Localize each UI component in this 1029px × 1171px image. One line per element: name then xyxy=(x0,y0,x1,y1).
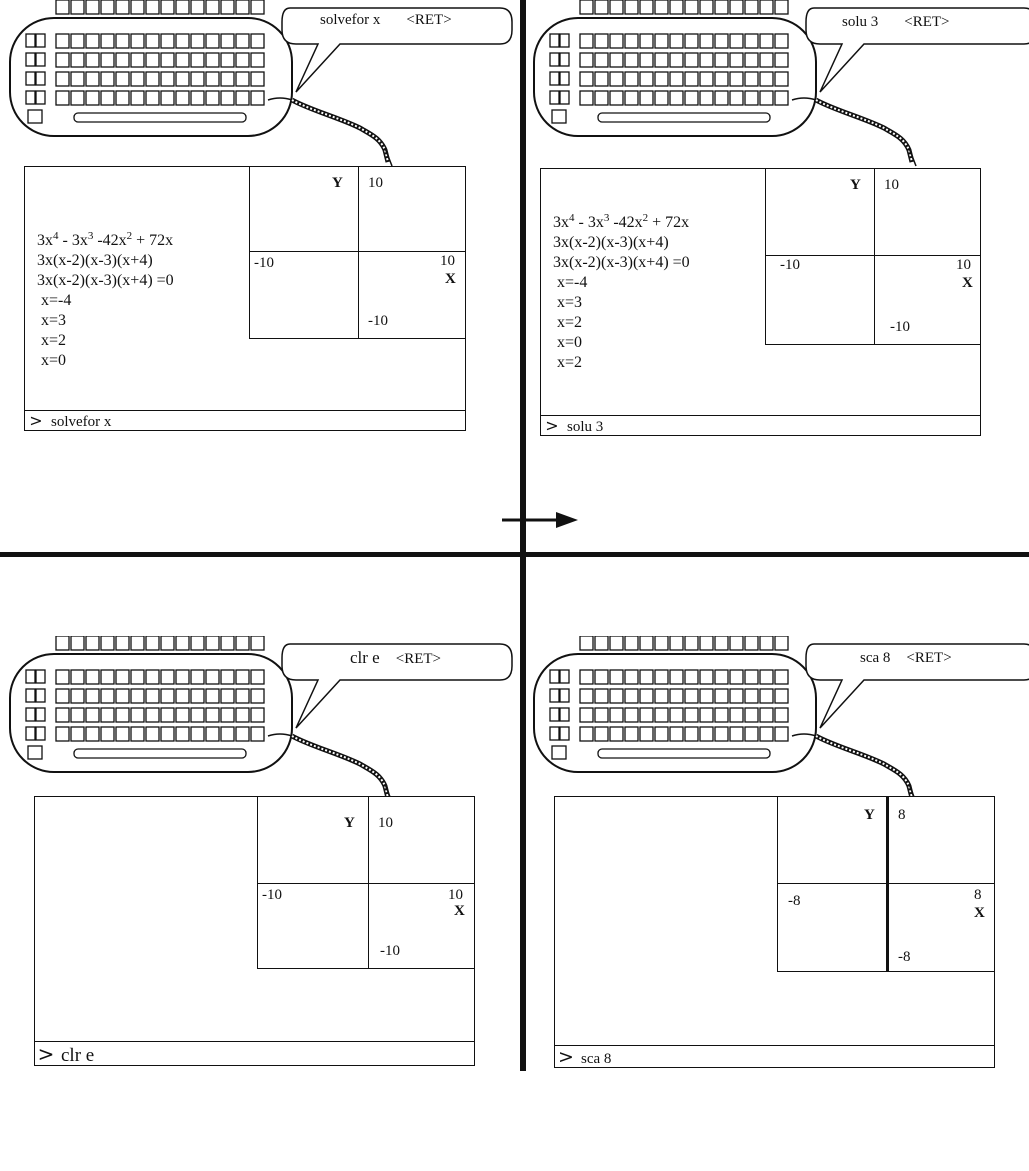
command-line[interactable]: >clr e xyxy=(35,1041,474,1065)
solution-line: x=0 xyxy=(37,351,174,371)
calculator-screen: Y 10 -10 10 X -10 >clr e xyxy=(34,796,475,1066)
horizontal-divider xyxy=(0,552,1029,557)
equation-list: 3x4 - 3x3 -42x2 + 72x 3x(x-2)(x-3)(x+4) … xyxy=(553,213,690,373)
speech-bubble: solu 3 <RET> xyxy=(842,14,950,31)
x-axis-label: X xyxy=(445,271,456,288)
x-axis-label: X xyxy=(974,905,985,922)
equation-line: 3x(x-2)(x-3)(x+4) xyxy=(37,251,174,271)
x-max-label: 8 xyxy=(974,887,982,904)
x-min-label: -10 xyxy=(254,255,274,272)
calculator-screen: Y 10 -10 10 X -10 3x4 - 3x3 -42x2 + 72x … xyxy=(540,168,981,436)
command-text: sca 8 xyxy=(577,1051,611,1067)
equation-line: 3x(x-2)(x-3)(x+4) =0 xyxy=(37,271,174,291)
x-axis-label: X xyxy=(454,903,465,920)
speech-bubble: sca 8 <RET> xyxy=(860,650,952,667)
solution-line: x=2 xyxy=(37,331,174,351)
prompt-icon: > xyxy=(541,416,563,436)
graph-axes: Y 10 -10 10 X -10 xyxy=(249,167,465,339)
bubble-command: clr e xyxy=(350,648,380,667)
solution-line: x=2 xyxy=(553,313,690,333)
speech-bubble: solvefor x <RET> xyxy=(320,12,452,29)
prompt-icon: > xyxy=(25,411,47,431)
panel-bottom-left: clr e<RET> Y 10 -10 10 X -10 >clr e xyxy=(0,636,514,1171)
y-min-label: -8 xyxy=(898,949,911,966)
graph-axes: Y 10 -10 10 X -10 xyxy=(765,169,980,345)
polynomial-line: 3x4 - 3x3 -42x2 + 72x xyxy=(553,213,690,233)
vertical-divider xyxy=(520,0,526,1071)
x-max-label: 10 xyxy=(448,887,463,904)
y-max-label: 10 xyxy=(368,175,383,192)
equation-list: 3x4 - 3x3 -42x2 + 72x 3x(x-2)(x-3)(x+4) … xyxy=(37,231,174,371)
graph-axes: Y 10 -10 10 X -10 xyxy=(257,797,474,969)
command-text: solu 3 xyxy=(563,419,603,435)
bubble-key: <RET> xyxy=(906,650,951,666)
command-line[interactable]: >solu 3 xyxy=(541,415,980,435)
right-arrow-icon xyxy=(500,508,580,532)
prompt-icon: > xyxy=(35,1042,57,1066)
prompt-icon: > xyxy=(555,1046,577,1068)
bubble-command: solvefor x xyxy=(320,12,380,28)
solution-line: x=-4 xyxy=(553,273,690,293)
speech-bubble: clr e <RET> xyxy=(350,648,441,668)
bubble-key: <RET> xyxy=(406,12,451,28)
y-axis-label: Y xyxy=(344,815,355,832)
solution-line: x=3 xyxy=(553,293,690,313)
calculator-screen: Y 8 -8 8 X -8 >sca 8 xyxy=(554,796,995,1068)
command-line[interactable]: >sca 8 xyxy=(555,1045,994,1067)
command-text: solvefor x xyxy=(47,414,111,430)
x-max-label: 10 xyxy=(440,253,455,270)
command-text: clr e xyxy=(57,1045,94,1066)
y-min-label: -10 xyxy=(368,313,388,330)
x-axis-label: X xyxy=(962,275,973,292)
bubble-key: <RET> xyxy=(396,651,441,667)
keyboard-icon xyxy=(524,0,1029,170)
y-axis-label: Y xyxy=(864,807,875,824)
y-max-label: 10 xyxy=(378,815,393,832)
bubble-command: sca 8 xyxy=(860,650,890,666)
solution-line: x=2 xyxy=(553,353,690,373)
bubble-command: solu 3 xyxy=(842,14,878,30)
y-max-label: 8 xyxy=(898,807,906,824)
y-axis-label: Y xyxy=(332,175,343,192)
solution-line: x=3 xyxy=(37,311,174,331)
y-min-label: -10 xyxy=(380,943,400,960)
solution-line: x=-4 xyxy=(37,291,174,311)
x-min-label: -10 xyxy=(262,887,282,904)
x-min-label: -8 xyxy=(788,893,801,910)
solution-line: x=0 xyxy=(553,333,690,353)
y-axis-label: Y xyxy=(850,177,861,194)
polynomial-line: 3x4 - 3x3 -42x2 + 72x xyxy=(37,231,174,251)
panel-top-right: solu 3 <RET> Y 10 -10 10 X -10 3x4 - 3x3 … xyxy=(524,0,1029,535)
bubble-key: <RET> xyxy=(904,14,949,30)
command-line[interactable]: >solvefor x xyxy=(25,410,465,430)
x-min-label: -10 xyxy=(780,257,800,274)
keyboard-icon xyxy=(524,636,1029,806)
x-max-label: 10 xyxy=(956,257,971,274)
calculator-screen: Y 10 -10 10 X -10 3x4 - 3x3 -42x2 + 72x … xyxy=(24,166,466,431)
y-max-label: 10 xyxy=(884,177,899,194)
graph-axes: Y 8 -8 8 X -8 xyxy=(777,797,994,972)
equation-line: 3x(x-2)(x-3)(x+4) =0 xyxy=(553,253,690,273)
y-min-label: -10 xyxy=(890,319,910,336)
panel-top-left: solvefor x <RET> Y 10 -10 10 X -10 3x4 - … xyxy=(0,0,514,535)
panel-bottom-right: sca 8<RET> Y 8 -8 8 X -8 >sca 8 xyxy=(524,636,1029,1171)
equation-line: 3x(x-2)(x-3)(x+4) xyxy=(553,233,690,253)
